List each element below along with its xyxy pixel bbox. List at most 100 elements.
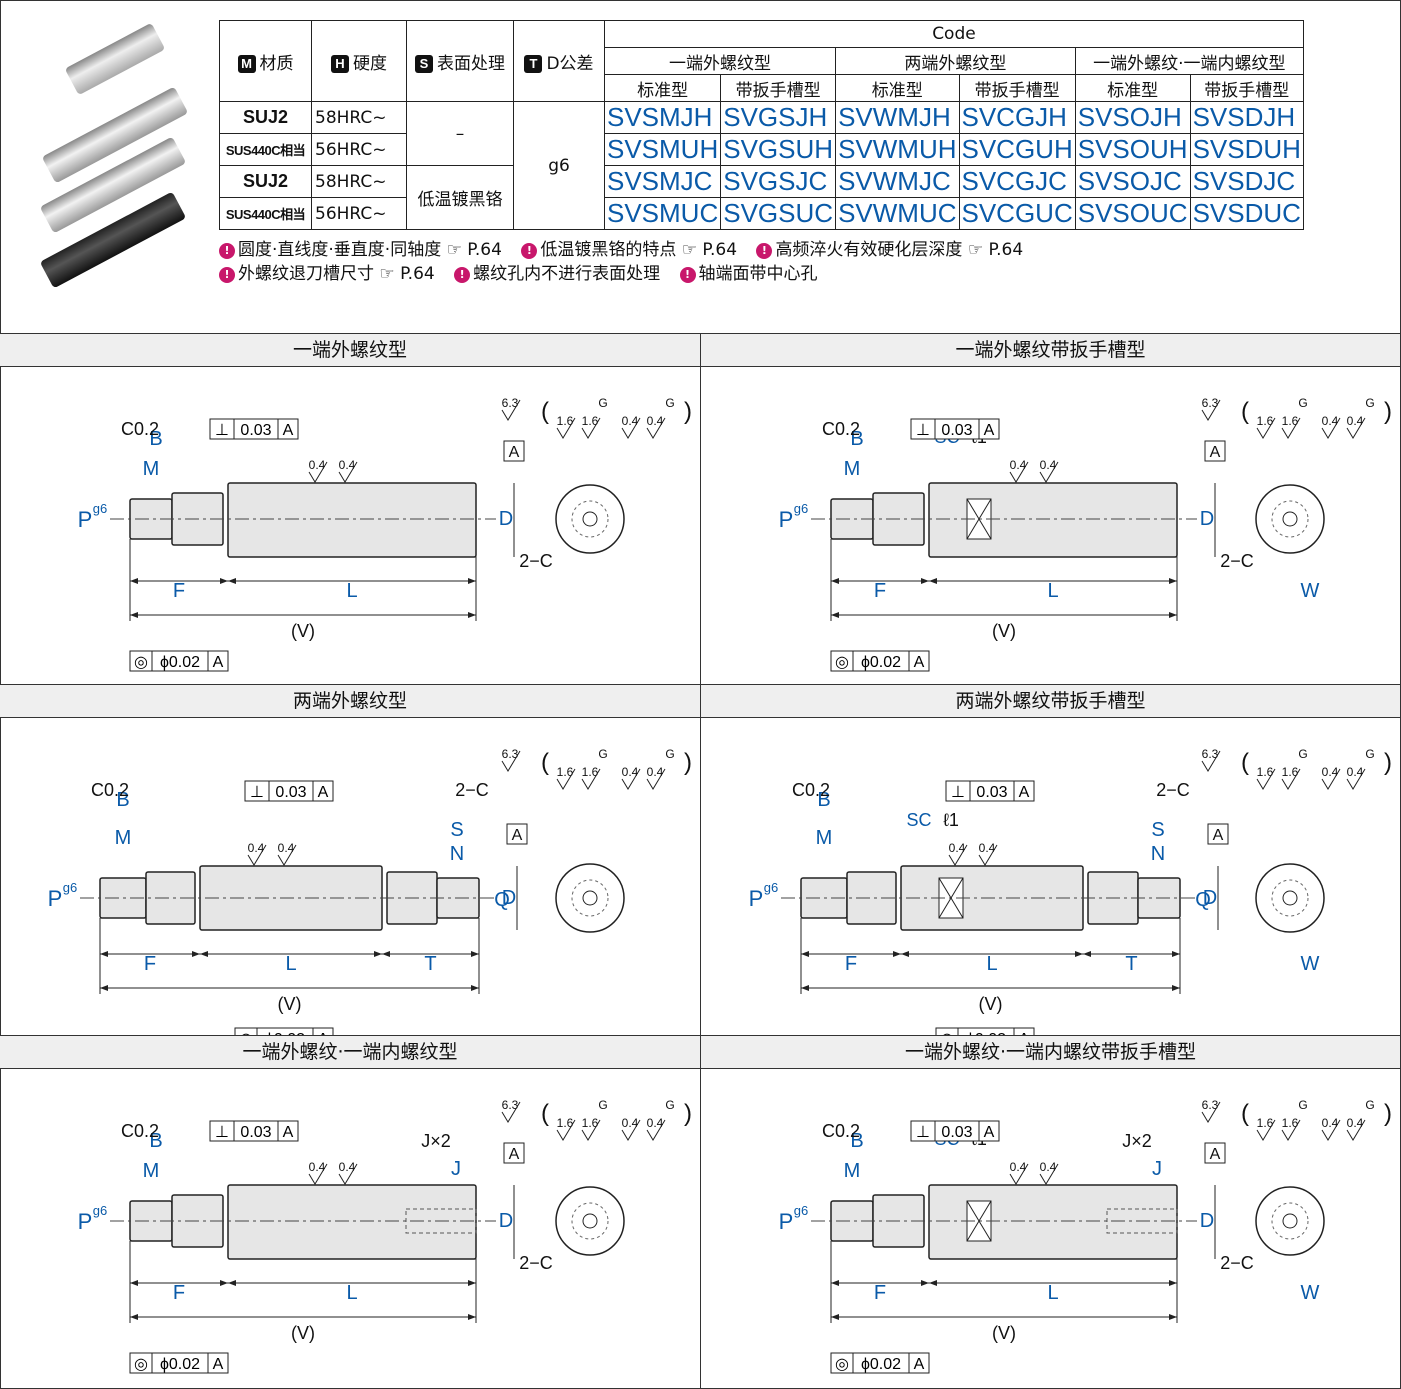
end-view-hole: [571, 879, 609, 917]
tol-text: ϕ0.02: [160, 1356, 200, 1373]
roughness-value: 1.6: [557, 1116, 574, 1130]
dim-F-label: F: [845, 953, 857, 975]
info-icon: !: [756, 243, 773, 259]
code-cell[interactable]: SVSMJC: [603, 165, 722, 198]
roughness-icon: [621, 1119, 641, 1141]
tolerance-value: g6: [513, 101, 605, 230]
neck: [145, 871, 196, 925]
end-view-center: [582, 511, 598, 527]
group-male-female: 一端外螺纹·一端内螺纹型: [1074, 47, 1304, 75]
roughness-value: 0.4: [622, 414, 639, 428]
code-cell[interactable]: SVSMUC: [603, 197, 722, 230]
grind-mark: G: [665, 396, 674, 410]
note-item[interactable]: !外螺纹退刀槽尺寸 ☞ P.64: [219, 262, 435, 286]
end-view-hole: [571, 500, 609, 538]
code-cell[interactable]: SVSDUH: [1189, 133, 1304, 166]
roughness-value: 0.4: [339, 1160, 356, 1174]
sub-header: 带扳手槽型: [958, 74, 1076, 102]
code-cell[interactable]: SVWMUH: [835, 133, 960, 166]
tol-text: 0.03: [941, 422, 972, 439]
code-cell[interactable]: SVCGJH: [958, 101, 1076, 134]
tol-text: ◎: [835, 1356, 849, 1373]
dim-M-label: M: [844, 1160, 861, 1182]
roughness-icon: [1346, 768, 1366, 790]
roughness-icon: [1009, 461, 1029, 483]
dim-T-label: T: [1125, 953, 1137, 975]
panel-title: 一端外螺纹·一端内螺纹带扳手槽型: [701, 1036, 1400, 1069]
dim-M-label: M: [816, 827, 833, 849]
roughness-value: 6.3: [502, 1098, 519, 1112]
code-cell[interactable]: SVCGUC: [958, 197, 1076, 230]
code-cell[interactable]: SVSDUC: [1189, 197, 1304, 230]
dim-N-label: N: [450, 843, 464, 865]
grind-mark: G: [1298, 747, 1307, 761]
note-item[interactable]: !低温镀黑铬的特点 ☞ P.64: [521, 238, 737, 262]
note-item[interactable]: !高频淬火有效硬化层深度 ☞ P.64: [756, 238, 1023, 262]
roughness-icon: [1039, 461, 1059, 483]
code-cell[interactable]: SVSMUH: [603, 133, 722, 166]
code-cell[interactable]: SVGSUH: [720, 133, 837, 166]
chamfer2-label: 2−C: [519, 551, 553, 571]
datum-label: A: [1213, 827, 1224, 844]
chamfer2-label: 2−C: [519, 1253, 553, 1273]
end-view-hole: [1271, 879, 1309, 917]
roughness-icon: [621, 768, 641, 790]
code-cell[interactable]: SVWMJC: [835, 165, 960, 198]
tol-text: A: [283, 1124, 294, 1141]
roughness-value: 1.6: [1257, 1116, 1274, 1130]
shaft-body: [227, 482, 477, 558]
code-cell[interactable]: SVSDJC: [1189, 165, 1304, 198]
bracket: (: [1241, 398, 1249, 425]
code-cell[interactable]: SVSOUC: [1074, 197, 1191, 230]
dim-T-label: T: [424, 953, 436, 975]
note-item[interactable]: !轴端面带中心孔: [679, 262, 818, 286]
bracket: ): [1384, 749, 1392, 776]
tol-cell: [1013, 1027, 1035, 1035]
dim-V-label: (V): [992, 1323, 1016, 1343]
roughness-value: 0.4: [1347, 765, 1364, 779]
code-cell[interactable]: SVWMUC: [835, 197, 960, 230]
bracket: (: [541, 1100, 549, 1127]
tol-text: 0.03: [275, 784, 306, 801]
datum-box: [1204, 1142, 1226, 1164]
code-cell[interactable]: SVGSJC: [720, 165, 837, 198]
end-view-center: [1282, 1213, 1298, 1229]
note-item[interactable]: !螺纹孔内不进行表面处理: [454, 262, 660, 286]
dim-L-label: L: [986, 953, 997, 975]
code-cell[interactable]: SVSOJH: [1074, 101, 1191, 134]
end-view-circle: [1255, 484, 1325, 554]
roughness-value: 0.4: [1322, 765, 1339, 779]
roughness-icon: [581, 1119, 601, 1141]
code-cell[interactable]: SVWMJH: [835, 101, 960, 134]
code-cell[interactable]: SVSOUH: [1074, 133, 1191, 166]
roughness-value: 0.4: [248, 841, 265, 855]
dim-J-label: J: [1152, 1158, 1162, 1180]
tol-cell: [908, 650, 930, 672]
code-cell[interactable]: SVGSJH: [720, 101, 837, 134]
dim-V-label: (V): [291, 621, 315, 641]
note-item[interactable]: !圆度·直线度·垂直度·同轴度 ☞ P.64: [219, 238, 502, 262]
dim-F-label: F: [874, 580, 886, 602]
shaft-body: [928, 1184, 1178, 1260]
tol-text: ⊥: [916, 1124, 930, 1141]
roughness-value: 0.4: [1040, 458, 1057, 472]
chamfer-label: C0.2: [121, 1121, 159, 1141]
panel-title: 一端外螺纹型: [0, 334, 700, 367]
roughness-value: 0.4: [622, 1116, 639, 1130]
code-cell[interactable]: SVSDJH: [1189, 101, 1304, 134]
roughness-icon: [1201, 1101, 1221, 1123]
dim-Q-label: Q: [494, 889, 510, 911]
code-cell[interactable]: SVCGJC: [958, 165, 1076, 198]
code-cell[interactable]: SVSOJC: [1074, 165, 1191, 198]
code-cell[interactable]: SVCGUH: [958, 133, 1076, 166]
dim-D-label: D: [1200, 1210, 1214, 1232]
code-cell[interactable]: SVSMJH: [603, 101, 722, 134]
tol-text: A: [1019, 784, 1030, 801]
shaft-body: [227, 1184, 477, 1260]
code-cell[interactable]: SVGSUC: [720, 197, 837, 230]
dim-B-label: B: [850, 428, 863, 450]
